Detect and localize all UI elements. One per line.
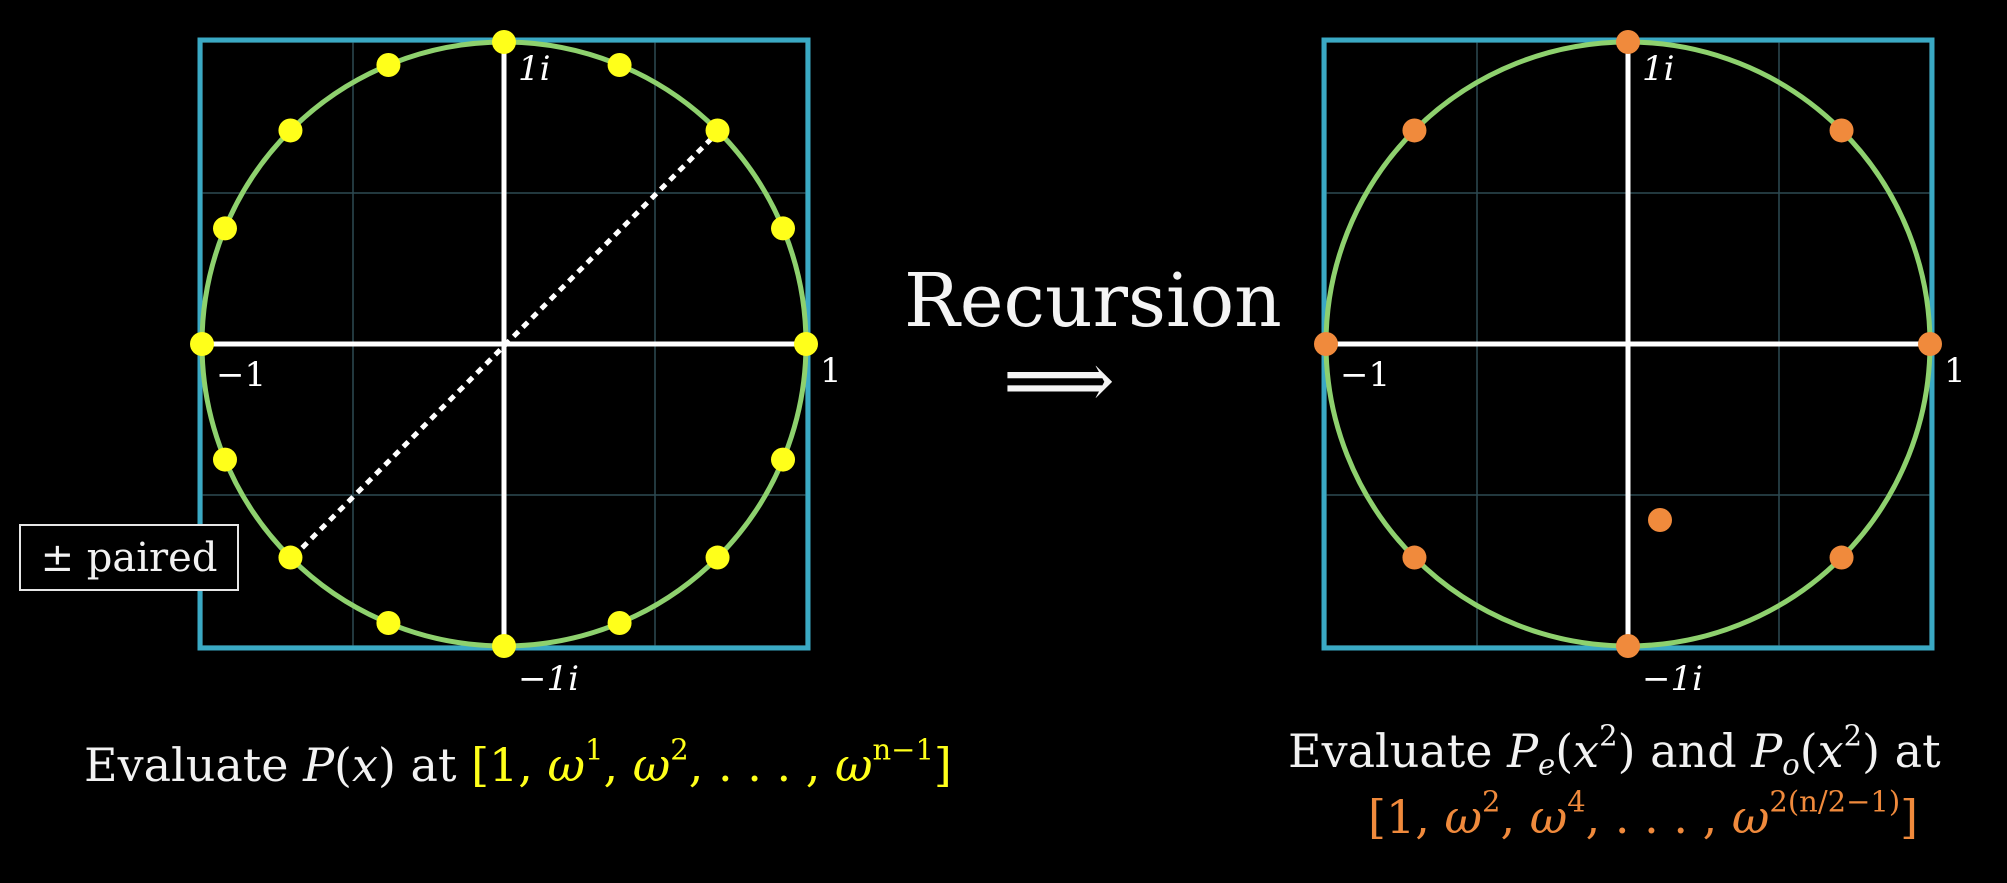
right-caption-arg1: x: [1573, 724, 1600, 778]
left-set-close: ]: [933, 738, 952, 792]
pair-tag-box: [19, 524, 239, 591]
left-caption-fn: P: [303, 738, 335, 792]
right-caption-fn2: P: [1751, 724, 1783, 778]
implies-arrow-icon: ⟹: [1003, 336, 1115, 426]
root-point: [705, 118, 730, 143]
left-label-bottom: −1i: [518, 659, 579, 699]
right-omega-2: ω: [1529, 790, 1568, 844]
root-point: [212, 447, 237, 472]
root-point: [1616, 634, 1640, 658]
left-omega-2: ω: [632, 738, 671, 792]
left-exp-n: n−1: [872, 732, 934, 767]
pair-tag-text: ± paired: [41, 535, 218, 581]
root-point: [771, 447, 796, 472]
right-omega-1: ω: [1444, 790, 1482, 844]
root-point: [190, 332, 214, 356]
root-point: [278, 545, 303, 570]
root-point: [492, 634, 516, 658]
root-point: [1402, 545, 1427, 570]
left-set-open: [1,: [471, 738, 548, 792]
moving-point: [1648, 508, 1672, 532]
right-exp-2: 4: [1567, 784, 1586, 819]
root-point: [376, 52, 401, 77]
right-exp-1: 2: [1481, 784, 1501, 819]
right-label-bottom: −1i: [1642, 659, 1703, 699]
left-exp-2: 2: [670, 732, 689, 767]
left-dots: , . . . ,: [688, 738, 835, 792]
recursion-title: Recursion: [904, 258, 1282, 344]
left-caption-prefix: Evaluate: [84, 738, 304, 792]
root-point: [1402, 118, 1427, 143]
right-caption-line1: Evaluate Pe(x2) and Po(x2) at: [1288, 718, 1941, 782]
right-caption-arg2: x: [1817, 724, 1844, 778]
right-caption-prefix: Evaluate: [1288, 724, 1508, 778]
right-roots-of-unity: [1314, 30, 1942, 658]
left-roots-of-unity: [190, 30, 818, 658]
right-omega-n: ω: [1731, 790, 1770, 844]
root-point: [794, 332, 818, 356]
root-point: [1829, 545, 1854, 570]
left-caption-set: [1, ω1, ω2, . . . , ωn−1]: [471, 735, 952, 792]
right-label-right: 1: [1944, 351, 1966, 391]
right-exp-n: 2(n/2−1): [1769, 784, 1901, 819]
left-caption-arg: x: [352, 738, 378, 792]
right-complex-plane: 1i −1i −1 1: [1314, 30, 1966, 699]
root-point: [1314, 332, 1338, 356]
root-point: [376, 611, 401, 636]
left-caption: Evaluate P(x) at [1, ω1, ω2, . . . , ωn−…: [84, 732, 952, 792]
root-point: [771, 216, 796, 241]
right-dots: , . . . ,: [1585, 790, 1732, 844]
right-caption-exp1: 2: [1599, 718, 1618, 753]
pairing-dotted-line: [291, 129, 721, 559]
left-label-top: 1i: [518, 49, 551, 89]
root-point: [607, 52, 632, 77]
right-set-open: [1,: [1368, 790, 1445, 844]
root-point: [492, 30, 516, 54]
right-caption-mid: and: [1635, 724, 1752, 778]
root-point: [607, 611, 632, 636]
right-caption-set: [1, ω2, ω4, . . . , ω2(n/2−1)]: [1368, 787, 1919, 844]
right-caption-fn1: P: [1507, 724, 1539, 778]
right-sep-1: ,: [1500, 790, 1530, 844]
left-exp-1: 1: [585, 732, 604, 767]
root-point: [1616, 30, 1640, 54]
right-caption-exp2: 2: [1843, 718, 1863, 753]
left-label-left: −1: [216, 355, 266, 395]
right-caption-suffix: at: [1880, 724, 1941, 778]
left-caption-mid: at: [395, 738, 472, 792]
right-caption-sub1: e: [1538, 747, 1556, 782]
right-set-close: ]: [1900, 790, 1919, 844]
root-point: [1918, 332, 1942, 356]
root-point: [212, 216, 237, 241]
root-point: [278, 118, 303, 143]
right-label-top: 1i: [1642, 49, 1675, 89]
left-sep-1: ,: [603, 738, 633, 792]
root-point: [705, 545, 730, 570]
right-caption-sub2: o: [1782, 747, 1800, 782]
right-label-left: −1: [1340, 355, 1390, 395]
root-point: [1829, 118, 1854, 143]
left-omega-n: ω: [834, 738, 873, 792]
left-complex-plane: 1i −1i −1 1 ± paired: [19, 30, 842, 699]
left-omega-1: ω: [547, 738, 586, 792]
left-label-right: 1: [820, 351, 842, 391]
